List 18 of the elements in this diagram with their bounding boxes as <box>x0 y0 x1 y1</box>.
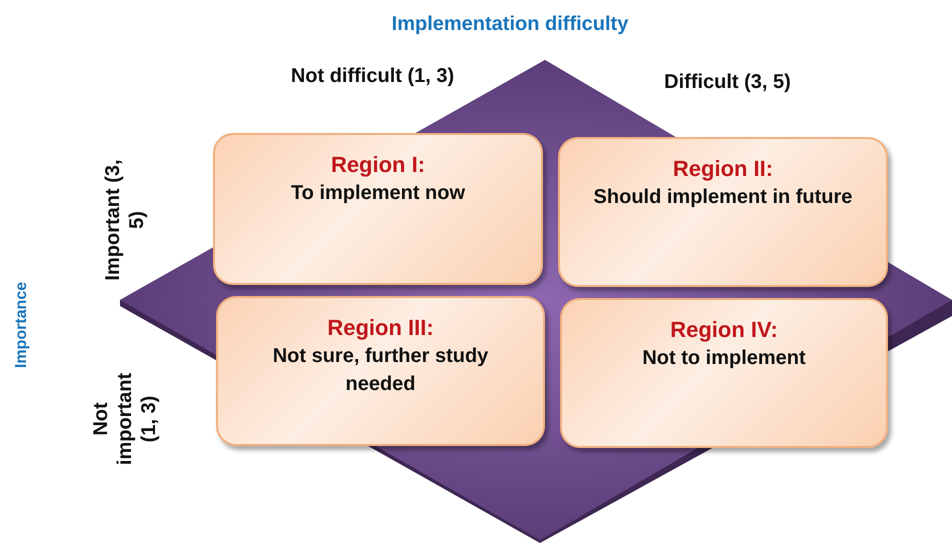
axis-title: Importance <box>12 280 31 370</box>
column-label: Difficult (3, 5) <box>663 70 792 94</box>
row-label: Not important (1, 3) <box>89 372 161 468</box>
region-description: Not sure, further study needed <box>272 344 490 397</box>
region-card <box>213 133 543 285</box>
column-label: Not difficult (1, 3) <box>290 64 455 88</box>
axis-title: Implementation difficulty <box>390 12 630 36</box>
region-title: Region II: <box>672 155 774 183</box>
region-card <box>558 137 888 287</box>
region-description: Should implement in future <box>592 185 854 210</box>
region-card <box>560 298 888 448</box>
region-description: Not to implement <box>641 346 807 371</box>
region-title: Region I: <box>330 151 426 179</box>
row-label: Important (3, 5) <box>101 158 149 283</box>
region-card <box>216 296 545 446</box>
region-title: Region IV: <box>670 316 778 344</box>
region-title: Region III: <box>327 314 434 342</box>
region-description: To implement now <box>290 181 466 206</box>
